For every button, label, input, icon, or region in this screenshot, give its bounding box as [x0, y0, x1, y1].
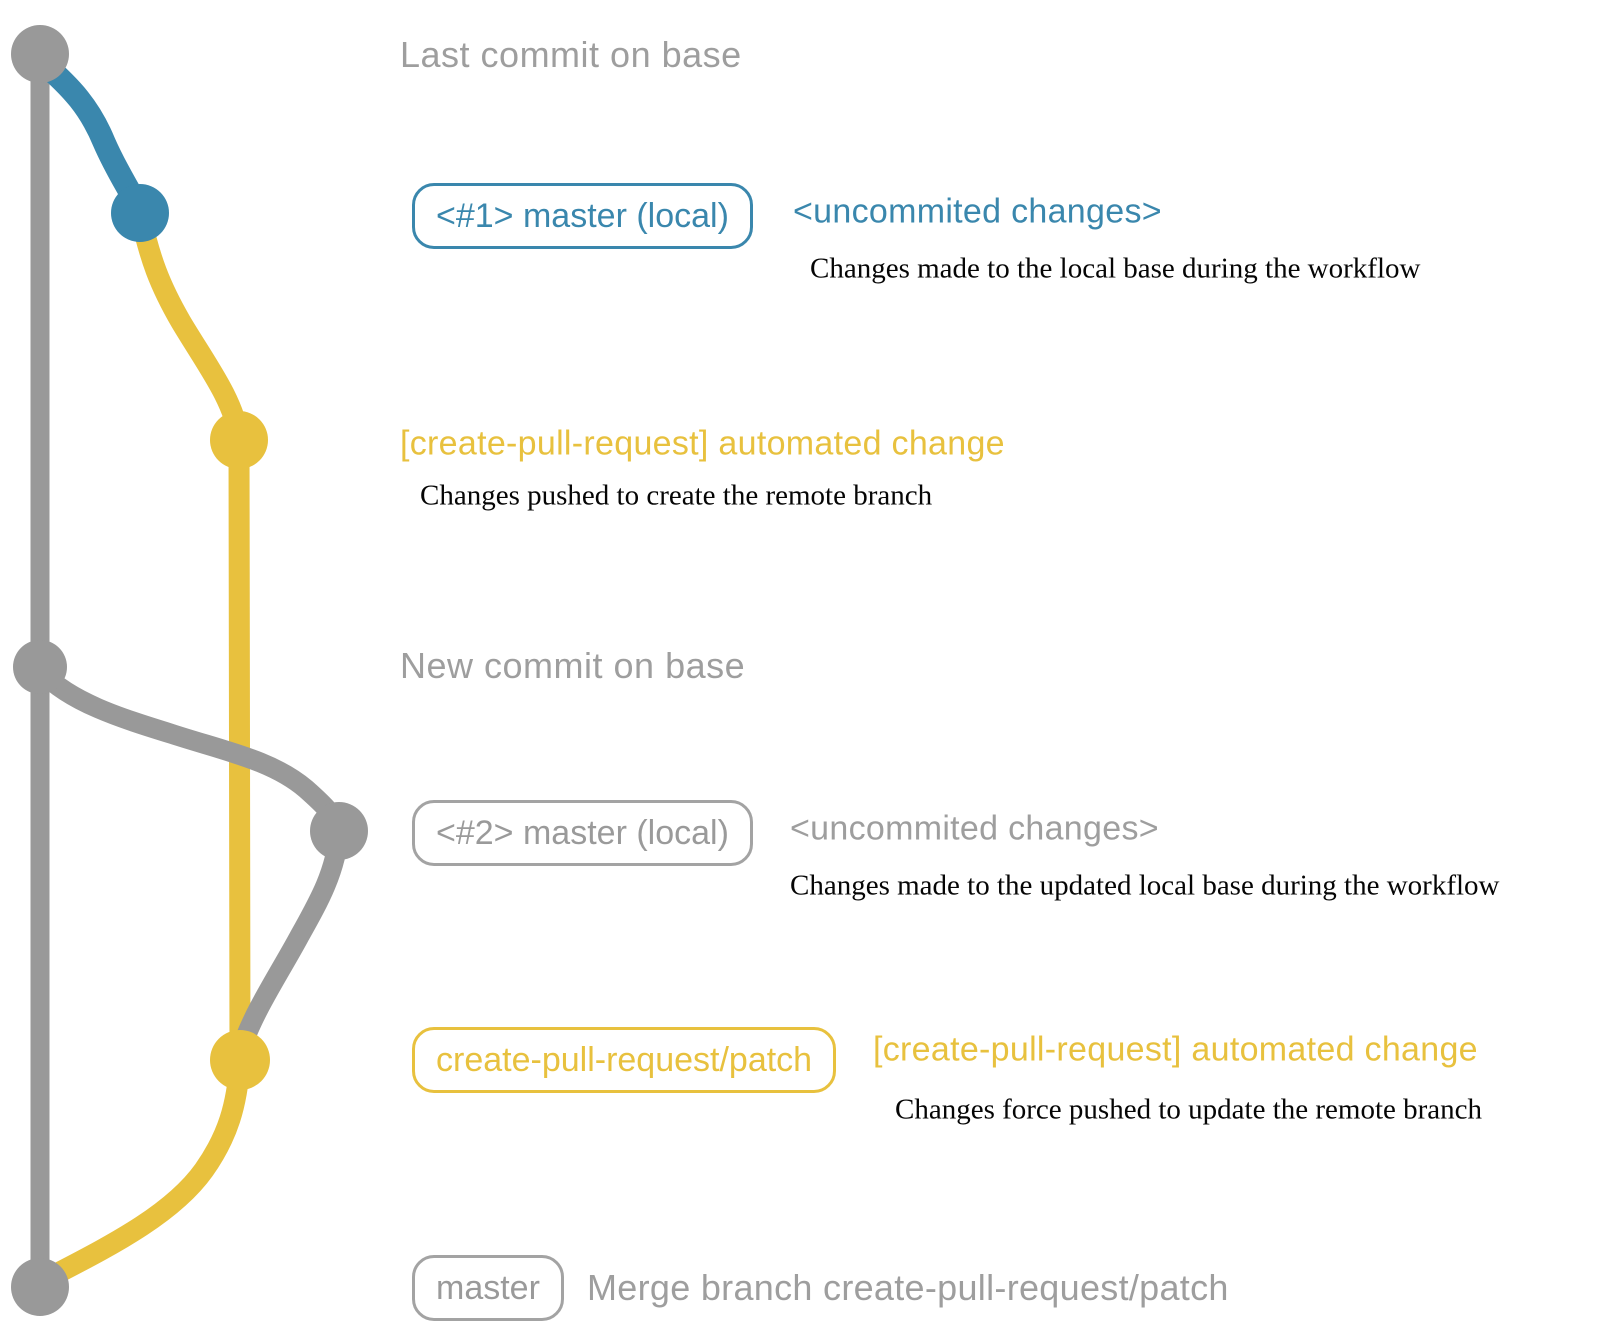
commit-dot-local-2 — [310, 802, 368, 860]
commit-dot-remote-1 — [210, 411, 268, 469]
uncommited-changes-label-2: <uncommited changes> — [790, 809, 1159, 848]
description-local-changes-2: Changes made to the updated local base d… — [790, 869, 1500, 902]
uncommited-changes-label-1: <uncommited changes> — [793, 192, 1162, 231]
commit-dot-base-merge — [11, 1258, 69, 1316]
commit-dot-local-1 — [111, 184, 169, 242]
branch-tag-master-local-2: <#2> master (local) — [412, 800, 753, 866]
updated-local-branch-line — [32, 662, 350, 1060]
merge-commit-message: Merge branch create-pull-request/patch — [587, 1267, 1229, 1308]
branch-tag-patch: create-pull-request/patch — [412, 1027, 837, 1093]
automated-change-label-2: [create-pull-request] automated change — [873, 1030, 1478, 1069]
last-commit-label: Last commit on base — [400, 34, 742, 75]
description-force-pushed: Changes force pushed to update the remot… — [895, 1093, 1483, 1126]
commit-dot-base-new — [13, 640, 67, 694]
branch-tag-master: master — [412, 1255, 564, 1321]
description-pushed-remote: Changes pushed to create the remote bran… — [420, 479, 933, 512]
description-local-changes-1: Changes made to the local base during th… — [810, 252, 1421, 285]
automated-change-label-1: [create-pull-request] automated change — [400, 424, 1005, 463]
patch-merge-line — [45, 1051, 251, 1285]
patch-branch-line — [130, 207, 251, 1069]
commit-dot-remote-2 — [210, 1030, 270, 1090]
commit-dot-base-last — [11, 25, 69, 83]
branch-tag-master-local-1: <#1> master (local) — [412, 183, 753, 249]
new-commit-label: New commit on base — [400, 645, 746, 686]
